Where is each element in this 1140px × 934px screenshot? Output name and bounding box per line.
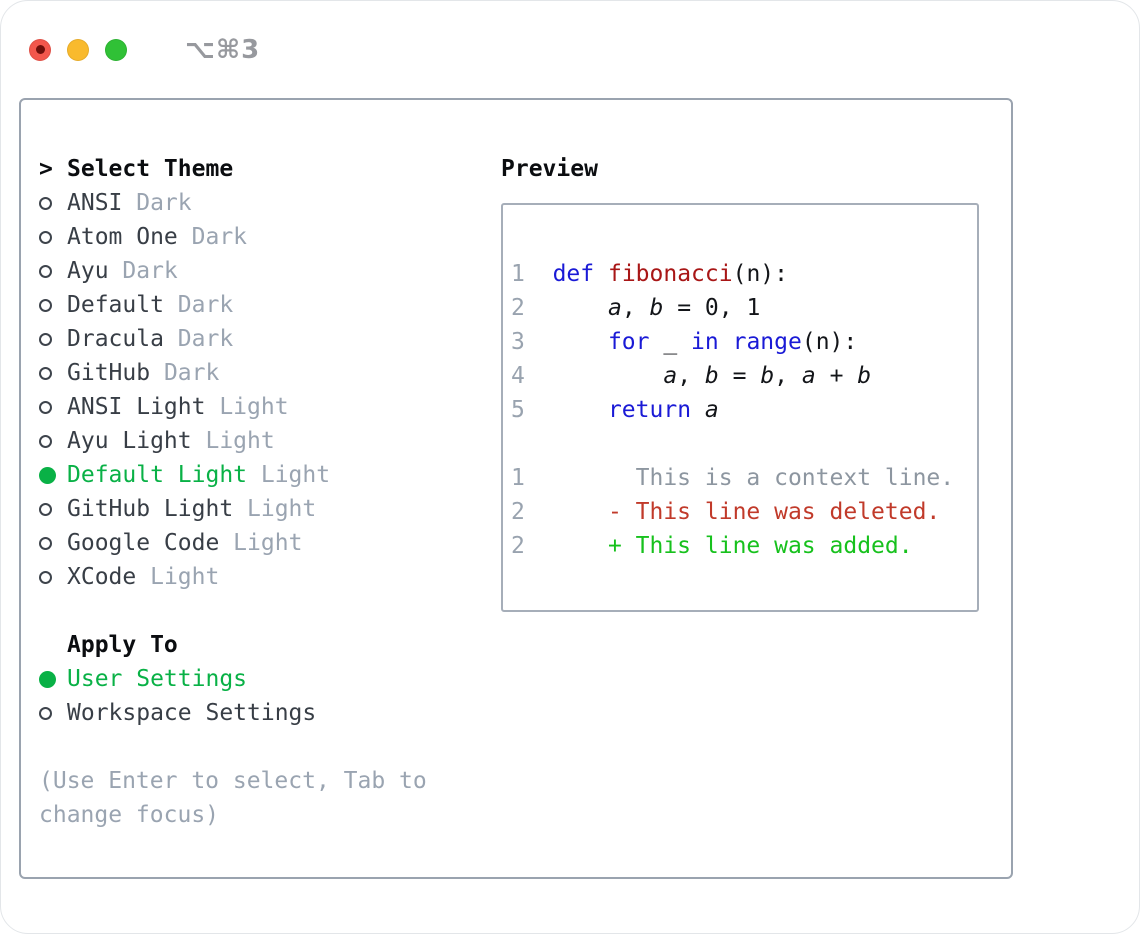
focus-marker: > <box>39 156 53 182</box>
apply-to-label: Workspace Settings <box>67 700 317 726</box>
select-theme-title: Select Theme <box>67 156 234 182</box>
theme-variant: Light <box>233 496 317 522</box>
theme-variant: Light <box>205 394 289 420</box>
radio-icon <box>39 670 56 688</box>
line-number: 5 <box>511 397 525 423</box>
theme-variant: Light <box>191 428 275 454</box>
code-line: 4 a, b = b, a + b <box>511 363 872 389</box>
theme-name: Ayu <box>67 258 109 284</box>
radio-icon <box>39 466 56 484</box>
line-number: 1 <box>511 261 525 287</box>
radio-icon <box>39 570 52 584</box>
theme-option[interactable]: Dracula Dark <box>39 322 501 356</box>
theme-option[interactable]: Default Dark <box>39 288 501 322</box>
radio-icon <box>39 332 52 346</box>
select-theme-header: > Select Theme <box>39 152 501 186</box>
titlebar: ⌥⌘3 <box>1 1 1139 98</box>
theme-list: ANSI Dark Atom One Dark Ayu Dark Default… <box>39 186 501 594</box>
radio-icon <box>39 400 52 414</box>
apply-to-list: User Settings Workspace Settings <box>39 662 501 730</box>
window-title: ⌥⌘3 <box>185 34 261 65</box>
radio-icon <box>39 298 52 312</box>
theme-variant: Dark <box>163 326 234 352</box>
code-line: 3 for _ in range(n): <box>511 329 858 355</box>
theme-variant: Light <box>247 462 331 488</box>
theme-option[interactable]: Ayu Dark <box>39 254 501 288</box>
theme-variant: Dark <box>108 258 178 284</box>
radio-icon <box>39 264 52 278</box>
section-gap <box>39 730 501 764</box>
code-line: 1 def fibonacci(n): <box>511 261 788 287</box>
radio-icon <box>39 502 52 516</box>
line-number: 1 <box>511 465 525 491</box>
theme-name: ANSI <box>67 190 123 216</box>
theme-variant: Dark <box>150 360 220 386</box>
preview-column: Preview 1 def fibonacci(n): 2 a, b = 0, 1… <box>501 152 1011 877</box>
theme-variant: Dark <box>177 224 248 250</box>
theme-name: GitHub <box>67 360 151 386</box>
theme-option[interactable]: Ayu Light Light <box>39 424 501 458</box>
theme-name: XCode <box>67 564 137 590</box>
diff-preview: 1 This is a context line. 2 - This line w… <box>511 461 977 563</box>
radio-icon <box>39 536 52 550</box>
code-preview: 1 def fibonacci(n): 2 a, b = 0, 1 3 for _ … <box>511 257 977 427</box>
zoom-button[interactable] <box>105 38 127 61</box>
theme-option[interactable]: ANSI Dark <box>39 186 501 220</box>
help-text: (Use Enter to select, Tab to change focu… <box>39 768 427 828</box>
radio-icon <box>39 706 52 720</box>
theme-option[interactable]: XCode Light <box>39 560 501 594</box>
preview-title: Preview <box>501 156 598 182</box>
line-number: 2 <box>511 295 525 321</box>
apply-to-header: Apply To <box>39 628 501 662</box>
theme-option[interactable]: Default Light Light <box>39 458 501 492</box>
line-number: 2 <box>511 499 525 525</box>
theme-option[interactable]: GitHub Dark <box>39 356 501 390</box>
diff-line-deleted: 2 - This line was deleted. <box>511 499 941 525</box>
theme-name: Google Code <box>67 530 220 556</box>
theme-name: Dracula <box>67 326 164 352</box>
diff-line-added: 2 + This line was added. <box>511 533 913 559</box>
minimize-button[interactable] <box>67 38 89 61</box>
apply-to-label: User Settings <box>67 666 248 692</box>
theme-name: Default <box>67 292 164 318</box>
line-number: 3 <box>511 329 525 355</box>
preview-blank-line <box>511 427 977 461</box>
theme-option[interactable]: GitHub Light Light <box>39 492 501 526</box>
close-button[interactable] <box>29 38 51 61</box>
preview-header: Preview <box>501 152 1011 186</box>
theme-picker-left-column: > Select Theme ANSI Dark Atom One Dark A… <box>39 152 501 877</box>
theme-option[interactable]: Atom One Dark <box>39 220 501 254</box>
apply-to-title: Apply To <box>67 632 178 658</box>
line-number: 2 <box>511 533 525 559</box>
radio-icon <box>39 366 52 380</box>
theme-variant: Light <box>136 564 220 590</box>
theme-variant: Dark <box>163 292 234 318</box>
theme-variant: Dark <box>122 190 192 216</box>
radio-icon <box>39 230 52 244</box>
theme-name: GitHub Light <box>67 496 234 522</box>
apply-to-option[interactable]: Workspace Settings <box>39 696 501 730</box>
theme-name: ANSI Light <box>67 394 206 420</box>
apply-to-option[interactable]: User Settings <box>39 662 501 696</box>
theme-name: Atom One <box>67 224 178 250</box>
theme-picker-panel: > Select Theme ANSI Dark Atom One Dark A… <box>19 98 1013 879</box>
code-line: 5 return a <box>511 397 719 423</box>
theme-option[interactable]: ANSI Light Light <box>39 390 501 424</box>
line-number: 4 <box>511 363 525 389</box>
theme-variant: Light <box>219 530 303 556</box>
diff-line-context: 1 This is a context line. <box>511 465 955 491</box>
record-dot-icon <box>35 45 45 54</box>
theme-name: Default Light <box>67 462 248 488</box>
code-line: 2 a, b = 0, 1 <box>511 295 761 321</box>
theme-name: Ayu Light <box>67 428 192 454</box>
radio-icon <box>39 434 52 448</box>
section-gap <box>39 594 501 628</box>
radio-icon <box>39 196 52 210</box>
theme-option[interactable]: Google Code Light <box>39 526 501 560</box>
preview-box: 1 def fibonacci(n): 2 a, b = 0, 1 3 for _ … <box>501 203 979 612</box>
